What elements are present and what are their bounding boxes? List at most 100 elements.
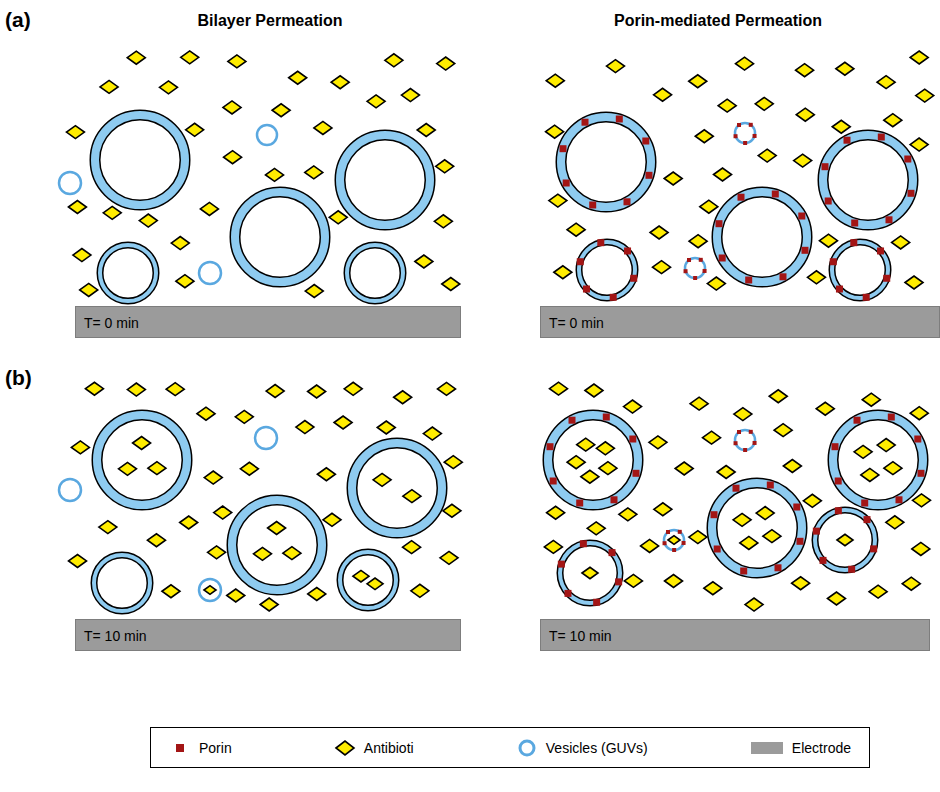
antibiotic-diamond — [905, 276, 923, 289]
antibiotic-diamond — [769, 390, 787, 403]
vesicle — [257, 125, 277, 145]
antibiotic-diamond — [689, 235, 707, 248]
antibiotic-diamond — [200, 202, 218, 215]
porin — [547, 443, 554, 450]
antibiotic-diamond — [224, 151, 242, 164]
antibiotic-diamond — [837, 534, 853, 546]
porin — [793, 504, 800, 511]
porin — [740, 567, 747, 574]
porin — [678, 530, 682, 534]
panel-letter: (a) — [5, 8, 31, 32]
antibiotic-diamond — [305, 166, 323, 179]
porin — [907, 190, 914, 197]
antibiotic-diamond — [550, 382, 568, 395]
antibiotic-diamond — [139, 214, 157, 227]
porin — [870, 545, 877, 552]
antibiotic-diamond — [69, 554, 87, 567]
antibiotic-diamond — [253, 547, 271, 560]
antibiotic-diamond — [665, 575, 683, 588]
antibiotic-diamond — [127, 383, 145, 396]
antibiotic-diamond — [323, 513, 341, 526]
antibiotic-diamond — [103, 206, 121, 219]
antibiotic-diamond — [204, 586, 216, 595]
antibiotic-diamond — [85, 382, 103, 395]
antibiotic-diamond — [385, 54, 403, 67]
antibiotic-diamond — [794, 154, 812, 167]
antibiotic-diamond — [714, 168, 732, 181]
porin — [798, 213, 805, 220]
antibiotic-diamond — [417, 124, 435, 137]
antibiotic-diamond — [910, 407, 928, 420]
antibiotic-diamond — [690, 397, 708, 410]
porin — [550, 477, 557, 484]
porin — [914, 436, 921, 443]
legend-swatch — [516, 737, 538, 759]
porin — [883, 275, 890, 282]
vesicle — [94, 555, 150, 611]
porin — [629, 436, 636, 443]
time-label: T= 10 min — [84, 628, 147, 644]
vesicle — [199, 262, 221, 284]
vesicle — [59, 172, 81, 194]
porin — [716, 220, 723, 227]
antibiotic-diamond — [118, 462, 136, 475]
antibiotic-diamond — [650, 226, 668, 239]
porin — [878, 134, 885, 141]
antibiotic-diamond — [740, 536, 758, 549]
antibiotic-diamond — [910, 138, 928, 151]
antibiotic-diamond — [283, 547, 301, 560]
vesicle-panel — [546, 51, 934, 301]
antibiotic-diamond — [296, 421, 314, 434]
porin — [583, 286, 590, 293]
legend-item: Vesicles (GUVs) — [516, 737, 648, 759]
antibiotic-diamond — [334, 416, 352, 429]
vesicle — [97, 415, 187, 505]
antibiotic-diamond — [208, 546, 226, 559]
porin — [749, 430, 753, 434]
porin — [749, 123, 753, 127]
legend-box: PorinAntibiotiVesicles (GUVs)Electrode — [150, 727, 870, 768]
antibiotic-diamond — [910, 51, 928, 64]
antibiotic-diamond — [654, 88, 672, 101]
antibiotic-diamond — [159, 81, 177, 94]
vesicle — [734, 123, 757, 145]
antibiotic-diamond — [869, 585, 887, 598]
antibiotic-diamond — [717, 465, 735, 478]
porin — [597, 239, 604, 246]
antibiotic-diamond — [438, 382, 456, 395]
vesicle — [734, 430, 757, 452]
porin — [734, 441, 738, 445]
porin — [796, 538, 803, 545]
porin — [563, 179, 570, 186]
antibiotic-diamond — [912, 494, 930, 507]
porin — [663, 541, 667, 545]
antibiotic-diamond — [807, 271, 825, 284]
legend-swatch — [169, 737, 191, 759]
antibiotic-diamond — [148, 462, 166, 475]
porin — [576, 499, 583, 506]
antibiotic-diamond — [707, 277, 725, 290]
antibiotic-diamond — [204, 471, 222, 484]
vesicle — [547, 414, 640, 507]
porin — [863, 294, 870, 301]
porin — [682, 541, 686, 545]
column-title: Bilayer Permeation — [198, 12, 343, 30]
antibiotic-diamond — [308, 587, 326, 600]
porin — [580, 540, 587, 547]
porin — [616, 116, 623, 123]
antibiotic-diamond — [736, 57, 754, 70]
antibiotic-diamond — [836, 62, 854, 75]
legend-swatch — [334, 737, 356, 759]
porin — [779, 273, 786, 280]
antibiotic-diamond — [606, 60, 624, 73]
column-title: Porin-mediated Permeation — [614, 12, 822, 30]
vesicle — [255, 427, 277, 449]
antibiotic-diamond — [582, 567, 598, 579]
porin — [672, 548, 676, 552]
porin — [624, 247, 631, 254]
antibiotic-diamond — [181, 51, 199, 64]
antibiotic-diamond — [783, 460, 801, 473]
antibiotic-diamond — [377, 421, 395, 434]
antibiotic-diamond — [587, 522, 605, 535]
